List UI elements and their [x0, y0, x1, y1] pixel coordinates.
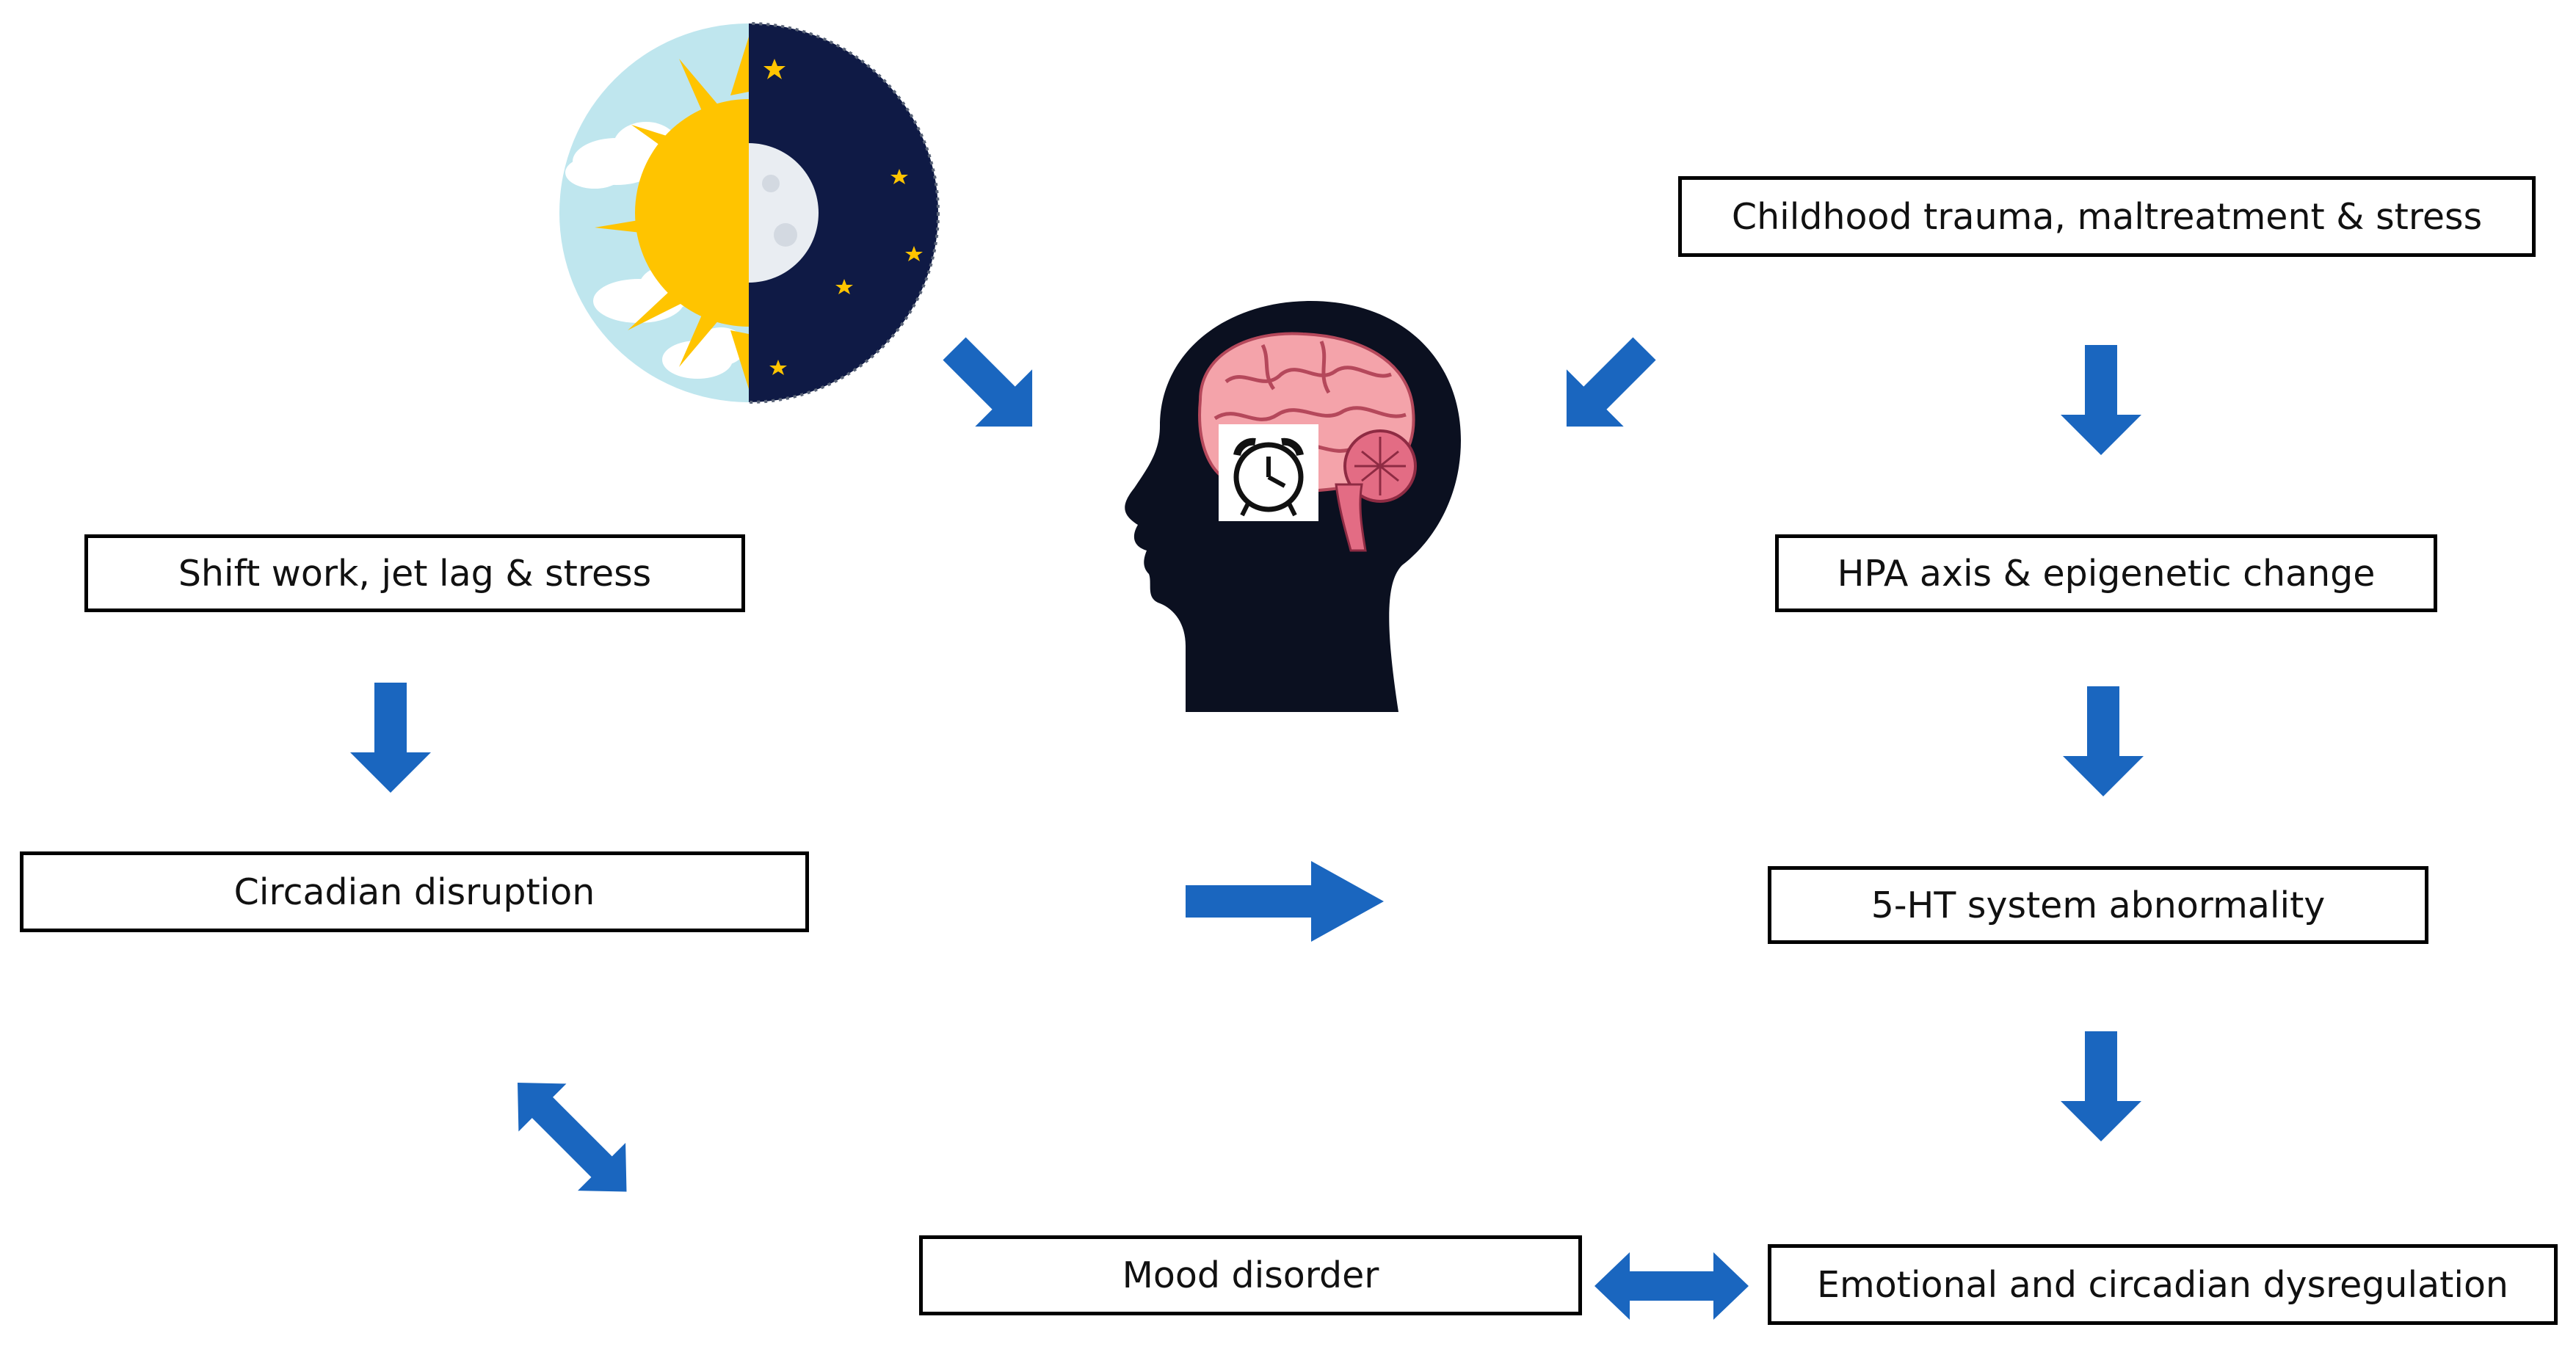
arrow-5ht-to-emotional	[2061, 1031, 2141, 1141]
hpa-axis-box: HPA axis & epigenetic change	[1775, 534, 2437, 612]
circadian-disruption-box: Circadian disruption	[20, 851, 809, 932]
mood-disorder-box: Mood disorder	[919, 1235, 1582, 1315]
arrow-hpa-to-5ht	[2063, 686, 2144, 796]
childhood-trauma-label: Childhood trauma, maltreatment & stress	[1731, 195, 2483, 238]
shift-work-label: Shift work, jet lag & stress	[178, 552, 652, 595]
arrow-trauma-to-head	[1538, 320, 1673, 455]
alarm-clock-icon	[1233, 437, 1304, 517]
emotional-dysregulation-label: Emotional and circadian dysregulation	[1817, 1263, 2508, 1306]
circadian-disruption-label: Circadian disruption	[233, 871, 595, 913]
head-brain-icon	[1125, 301, 1461, 712]
five-ht-label: 5-HT system abnormality	[1871, 884, 2326, 926]
five-ht-box: 5-HT system abnormality	[1768, 866, 2428, 944]
double-arrow-mood-emotional	[1594, 1252, 1749, 1320]
arrow-sun-to-head	[926, 320, 1061, 455]
double-arrow-circadian-mood	[493, 1058, 651, 1216]
childhood-trauma-box: Childhood trauma, maltreatment & stress	[1678, 176, 2536, 257]
shift-work-box: Shift work, jet lag & stress	[84, 534, 745, 612]
arrow-shift-to-circadian	[350, 683, 431, 793]
mood-disorder-label: Mood disorder	[1122, 1254, 1379, 1296]
emotional-dysregulation-box: Emotional and circadian dysregulation	[1768, 1244, 2558, 1325]
hpa-axis-label: HPA axis & epigenetic change	[1837, 552, 2376, 595]
arrow-circadian-to-center	[1186, 861, 1384, 942]
arrow-trauma-to-hpa	[2061, 345, 2141, 455]
sun-moon-icon	[559, 22, 940, 404]
